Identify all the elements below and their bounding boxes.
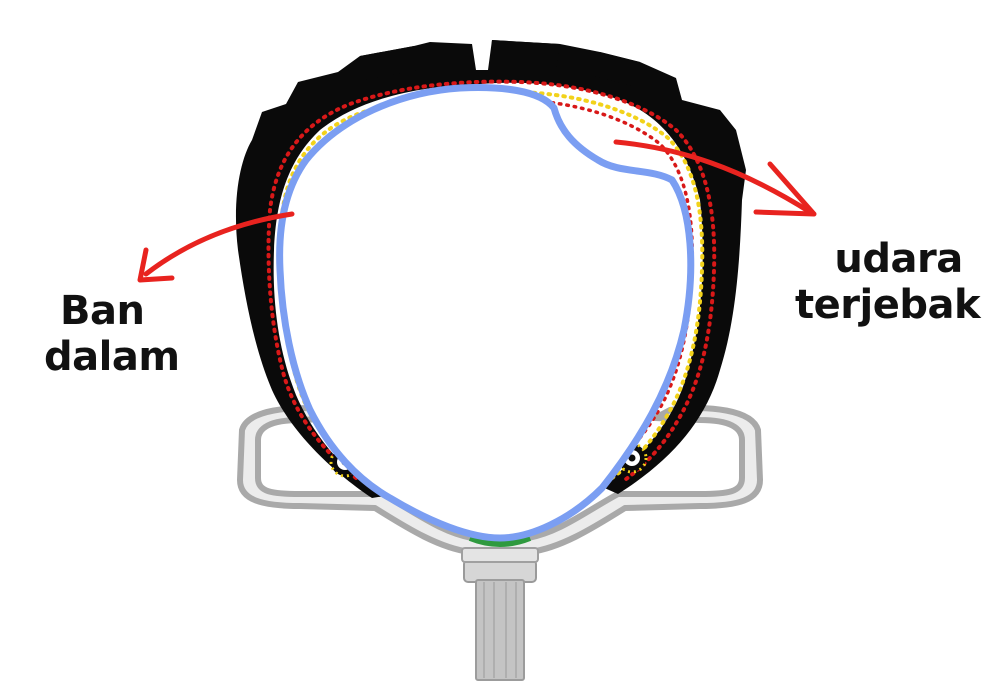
tire-body bbox=[235, 40, 746, 498]
arrow-inner-tube-shaft bbox=[143, 211, 295, 277]
arrow-trapped-air-head bbox=[753, 161, 817, 217]
inner-tube bbox=[276, 84, 695, 542]
valve-stem bbox=[461, 547, 539, 681]
inner-tube-label: Ban dalam bbox=[44, 288, 180, 380]
rim-tape bbox=[468, 535, 532, 547]
inner-tube-label-line1: Ban bbox=[60, 288, 145, 334]
valve-nut bbox=[463, 559, 537, 583]
arrow-inner-tube-head bbox=[137, 247, 175, 283]
inner-tube-label-line2: dalam bbox=[44, 334, 180, 380]
trapped-air-label-line2: terjebak bbox=[795, 282, 981, 328]
arrow-trapped-air-shaft bbox=[613, 139, 813, 215]
valve-base bbox=[461, 547, 539, 563]
trapped-air-label: udara terjebak bbox=[795, 236, 981, 328]
cord-red-outer bbox=[266, 79, 717, 484]
trapped-air-label-line1: udara bbox=[834, 236, 963, 282]
valve-shaft bbox=[475, 579, 525, 681]
annotation-arrows bbox=[137, 139, 817, 283]
